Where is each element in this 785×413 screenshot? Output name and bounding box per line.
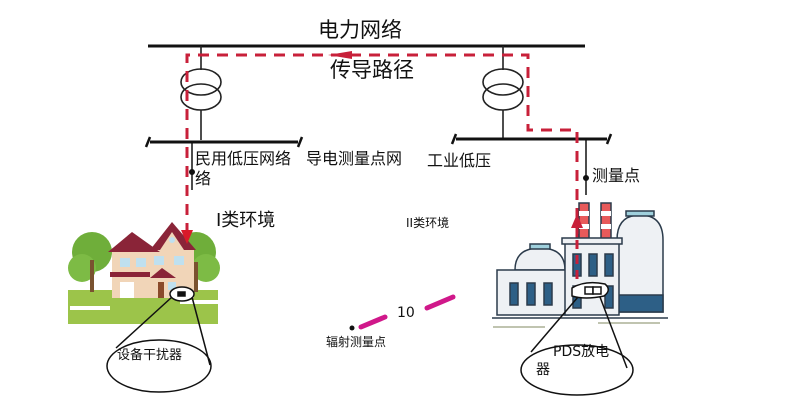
radiation-distance-label: 10 (397, 305, 415, 321)
left-transformer-icon (180, 46, 222, 140)
environment-class-1-label: I类环境 (216, 210, 276, 231)
conduction-direction-arrow-factory (571, 214, 583, 228)
conductive-measurement-label: 导电测量点网 (306, 149, 403, 168)
industrial-lv-label: 工业低压 (427, 151, 492, 170)
radiation-measurement-label: 辐射测量点 (326, 335, 387, 349)
industrial-measurement-point (583, 175, 589, 181)
device-interferer-label: 设备干扰器 (117, 348, 183, 363)
pds-discharger-label-cont: 器 (536, 362, 550, 378)
industrial-lv-bus (450, 133, 613, 195)
conduction-path (185, 53, 579, 240)
conduction-direction-arrow-house (181, 230, 193, 244)
radiation-path (358, 294, 456, 330)
civil-lv-network-label-cont: 络 (195, 169, 212, 188)
pds-discharger-callout (520, 281, 634, 396)
device-interferer-callout (106, 286, 212, 393)
measurement-point-label: 测量点 (592, 166, 641, 185)
civil-lv-bus (144, 136, 304, 190)
pds-discharger-label: PDS放电 (553, 344, 610, 360)
conductive-measurement-point (189, 169, 195, 175)
conduction-direction-arrow-top (328, 51, 352, 59)
right-transformer-icon (482, 46, 524, 140)
radiation-measurement-point (349, 325, 355, 331)
conduction-path-label: 传导路径 (330, 58, 414, 82)
factory-ground (493, 322, 660, 328)
factory-illustration (492, 202, 668, 319)
environment-class-2-label: II类环境 (406, 216, 450, 230)
civil-lv-network-label: 民用低压网络 (195, 149, 292, 168)
house-illustration (68, 222, 220, 324)
power-grid-title: 电力网络 (318, 18, 402, 42)
